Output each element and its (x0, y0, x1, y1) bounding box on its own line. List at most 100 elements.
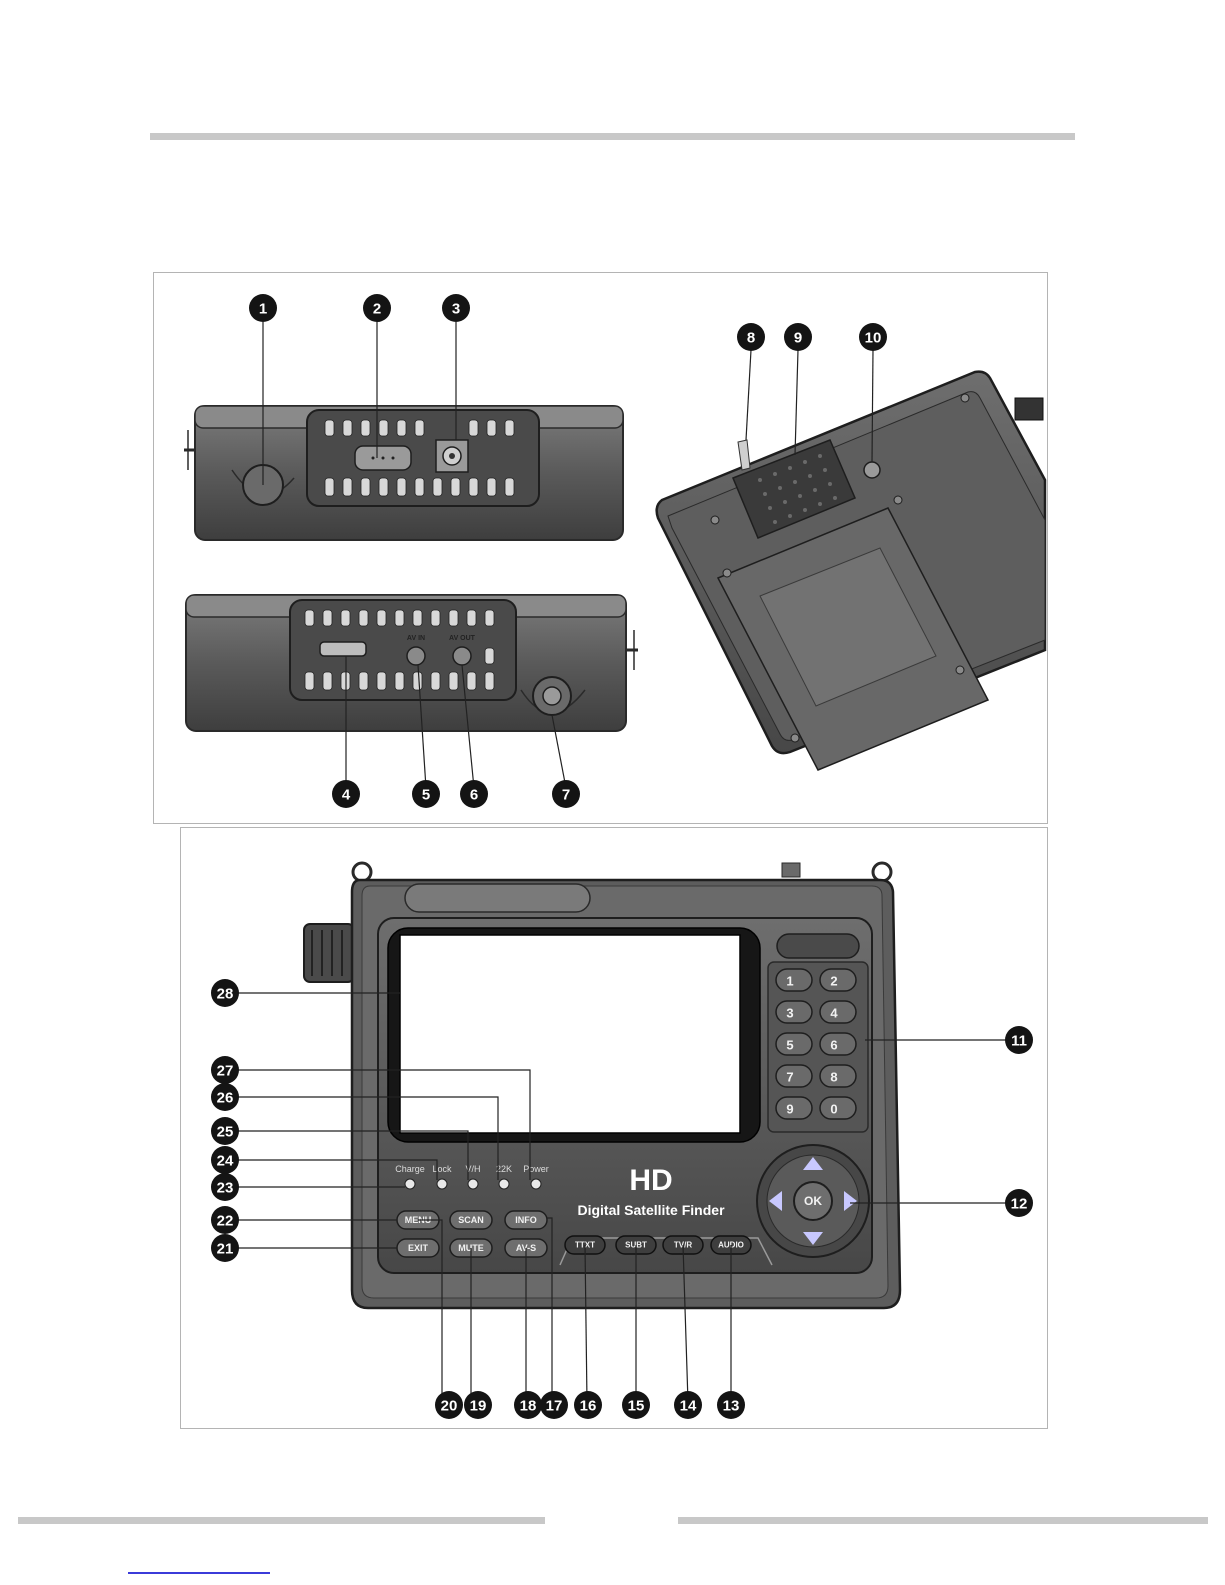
keypad-key[interactable]: 9 (776, 1097, 812, 1119)
av-in-label: AV IN (407, 635, 425, 642)
callout-number: 27 (217, 1063, 234, 1080)
callout-marker: 22 (211, 1206, 239, 1234)
callout-number: 13 (723, 1398, 740, 1415)
callout-number: 20 (441, 1398, 458, 1415)
callout-number: 26 (217, 1090, 234, 1107)
callout-number: 16 (580, 1398, 597, 1415)
leader-line (795, 350, 798, 455)
callout-marker: 27 (211, 1056, 239, 1084)
callout-number: 21 (217, 1241, 234, 1258)
callout-number: 28 (217, 986, 234, 1003)
callout-marker: 24 (211, 1146, 239, 1174)
keypad-key[interactable]: 2 (820, 969, 856, 991)
callout-marker: 10 (859, 323, 887, 351)
callout-number: 18 (520, 1398, 537, 1415)
callout-number: 10 (865, 330, 882, 347)
led-label: Lock (432, 1164, 452, 1174)
footer-link-underline[interactable] (128, 1572, 270, 1574)
keypad-key[interactable]: 5 (776, 1033, 812, 1055)
callout-marker: 7 (552, 780, 580, 808)
led-label: Power (523, 1164, 549, 1174)
keypad-key[interactable]: 1 (776, 969, 812, 991)
keypad-key-label: 1 (786, 974, 793, 989)
callout-marker: 6 (460, 780, 488, 808)
callout-number: 3 (452, 301, 460, 318)
brand-tagline: Digital Satellite Finder (577, 1202, 725, 1218)
keypad-key-label: 8 (830, 1070, 837, 1085)
led-indicator (468, 1179, 478, 1189)
callout-number: 4 (342, 787, 351, 804)
led-indicator (437, 1179, 447, 1189)
callout-number: 5 (422, 787, 430, 804)
callout-number: 2 (373, 301, 381, 318)
callout-number: 7 (562, 787, 570, 804)
hd-logo: HD (629, 1164, 672, 1197)
led-indicator (531, 1179, 541, 1189)
callout-marker: 18 (514, 1391, 542, 1419)
footer-rule-right (678, 1517, 1208, 1524)
keypad-key-label: 4 (830, 1006, 838, 1021)
callout-number: 11 (1011, 1033, 1027, 1050)
callout-marker: 20 (435, 1391, 463, 1419)
lcd-screen (400, 935, 740, 1133)
callout-number: 9 (794, 330, 802, 347)
footer-rule-left (18, 1517, 545, 1524)
callout-marker: 14 (674, 1391, 702, 1419)
led-indicator (499, 1179, 509, 1189)
callout-number: 8 (747, 330, 755, 347)
callout-marker: 21 (211, 1234, 239, 1262)
keypad-key-label: 6 (830, 1038, 837, 1053)
av-out-label: AV OUT (449, 635, 476, 642)
led-label: Charge (395, 1164, 425, 1174)
callout-marker: 28 (211, 979, 239, 1007)
callout-marker: 3 (442, 294, 470, 322)
callout-number: 17 (546, 1398, 563, 1415)
callout-number: 12 (1011, 1196, 1028, 1213)
callout-number: 23 (217, 1180, 234, 1197)
callout-marker: 8 (737, 323, 765, 351)
bottom-side-view: AV IN AV OUT (186, 595, 638, 731)
keypad-key[interactable]: 8 (820, 1065, 856, 1087)
callout-number: 6 (470, 787, 478, 804)
keypad-key-label: 7 (786, 1070, 793, 1085)
callout-marker: 25 (211, 1117, 239, 1145)
ok-button-label: OK (804, 1194, 822, 1208)
function-button[interactable]: EXIT (397, 1239, 439, 1257)
callout-marker: 12 (1005, 1189, 1033, 1217)
callout-number: 22 (217, 1213, 234, 1230)
callout-marker: 15 (622, 1391, 650, 1419)
callout-number: 1 (259, 301, 267, 318)
callout-marker: 4 (332, 780, 360, 808)
callout-marker: 23 (211, 1173, 239, 1201)
callout-marker: 19 (464, 1391, 492, 1419)
keypad-key-label: 9 (786, 1102, 793, 1117)
leader-line (746, 350, 751, 440)
function-button[interactable]: SCAN (450, 1211, 492, 1229)
function-button-label: EXIT (408, 1243, 429, 1253)
callout-number: 15 (628, 1398, 645, 1415)
keypad-key-label: 0 (830, 1102, 837, 1117)
callout-marker: 11 (1005, 1026, 1033, 1054)
keypad-key-label: 5 (786, 1038, 793, 1053)
top-side-view (184, 406, 623, 540)
keypad-key[interactable]: 4 (820, 1001, 856, 1023)
keypad-key[interactable]: 0 (820, 1097, 856, 1119)
keypad-key-label: 3 (786, 1006, 793, 1021)
callout-marker: 1 (249, 294, 277, 322)
keypad-key-label: 2 (830, 974, 837, 989)
callout-number: 19 (470, 1398, 487, 1415)
callout-marker: 9 (784, 323, 812, 351)
keypad-key[interactable]: 6 (820, 1033, 856, 1055)
keypad-key[interactable]: 7 (776, 1065, 812, 1087)
function-button-label: SCAN (458, 1215, 484, 1225)
callout-marker: 13 (717, 1391, 745, 1419)
navigation-pad[interactable]: OK (757, 1145, 869, 1257)
keypad-key[interactable]: 3 (776, 1001, 812, 1023)
function-button-label: INFO (515, 1215, 537, 1225)
callout-number: 14 (680, 1398, 697, 1415)
callout-marker: 2 (363, 294, 391, 322)
function-button[interactable]: INFO (505, 1211, 547, 1229)
callout-number: 25 (217, 1124, 234, 1141)
callout-marker: 5 (412, 780, 440, 808)
